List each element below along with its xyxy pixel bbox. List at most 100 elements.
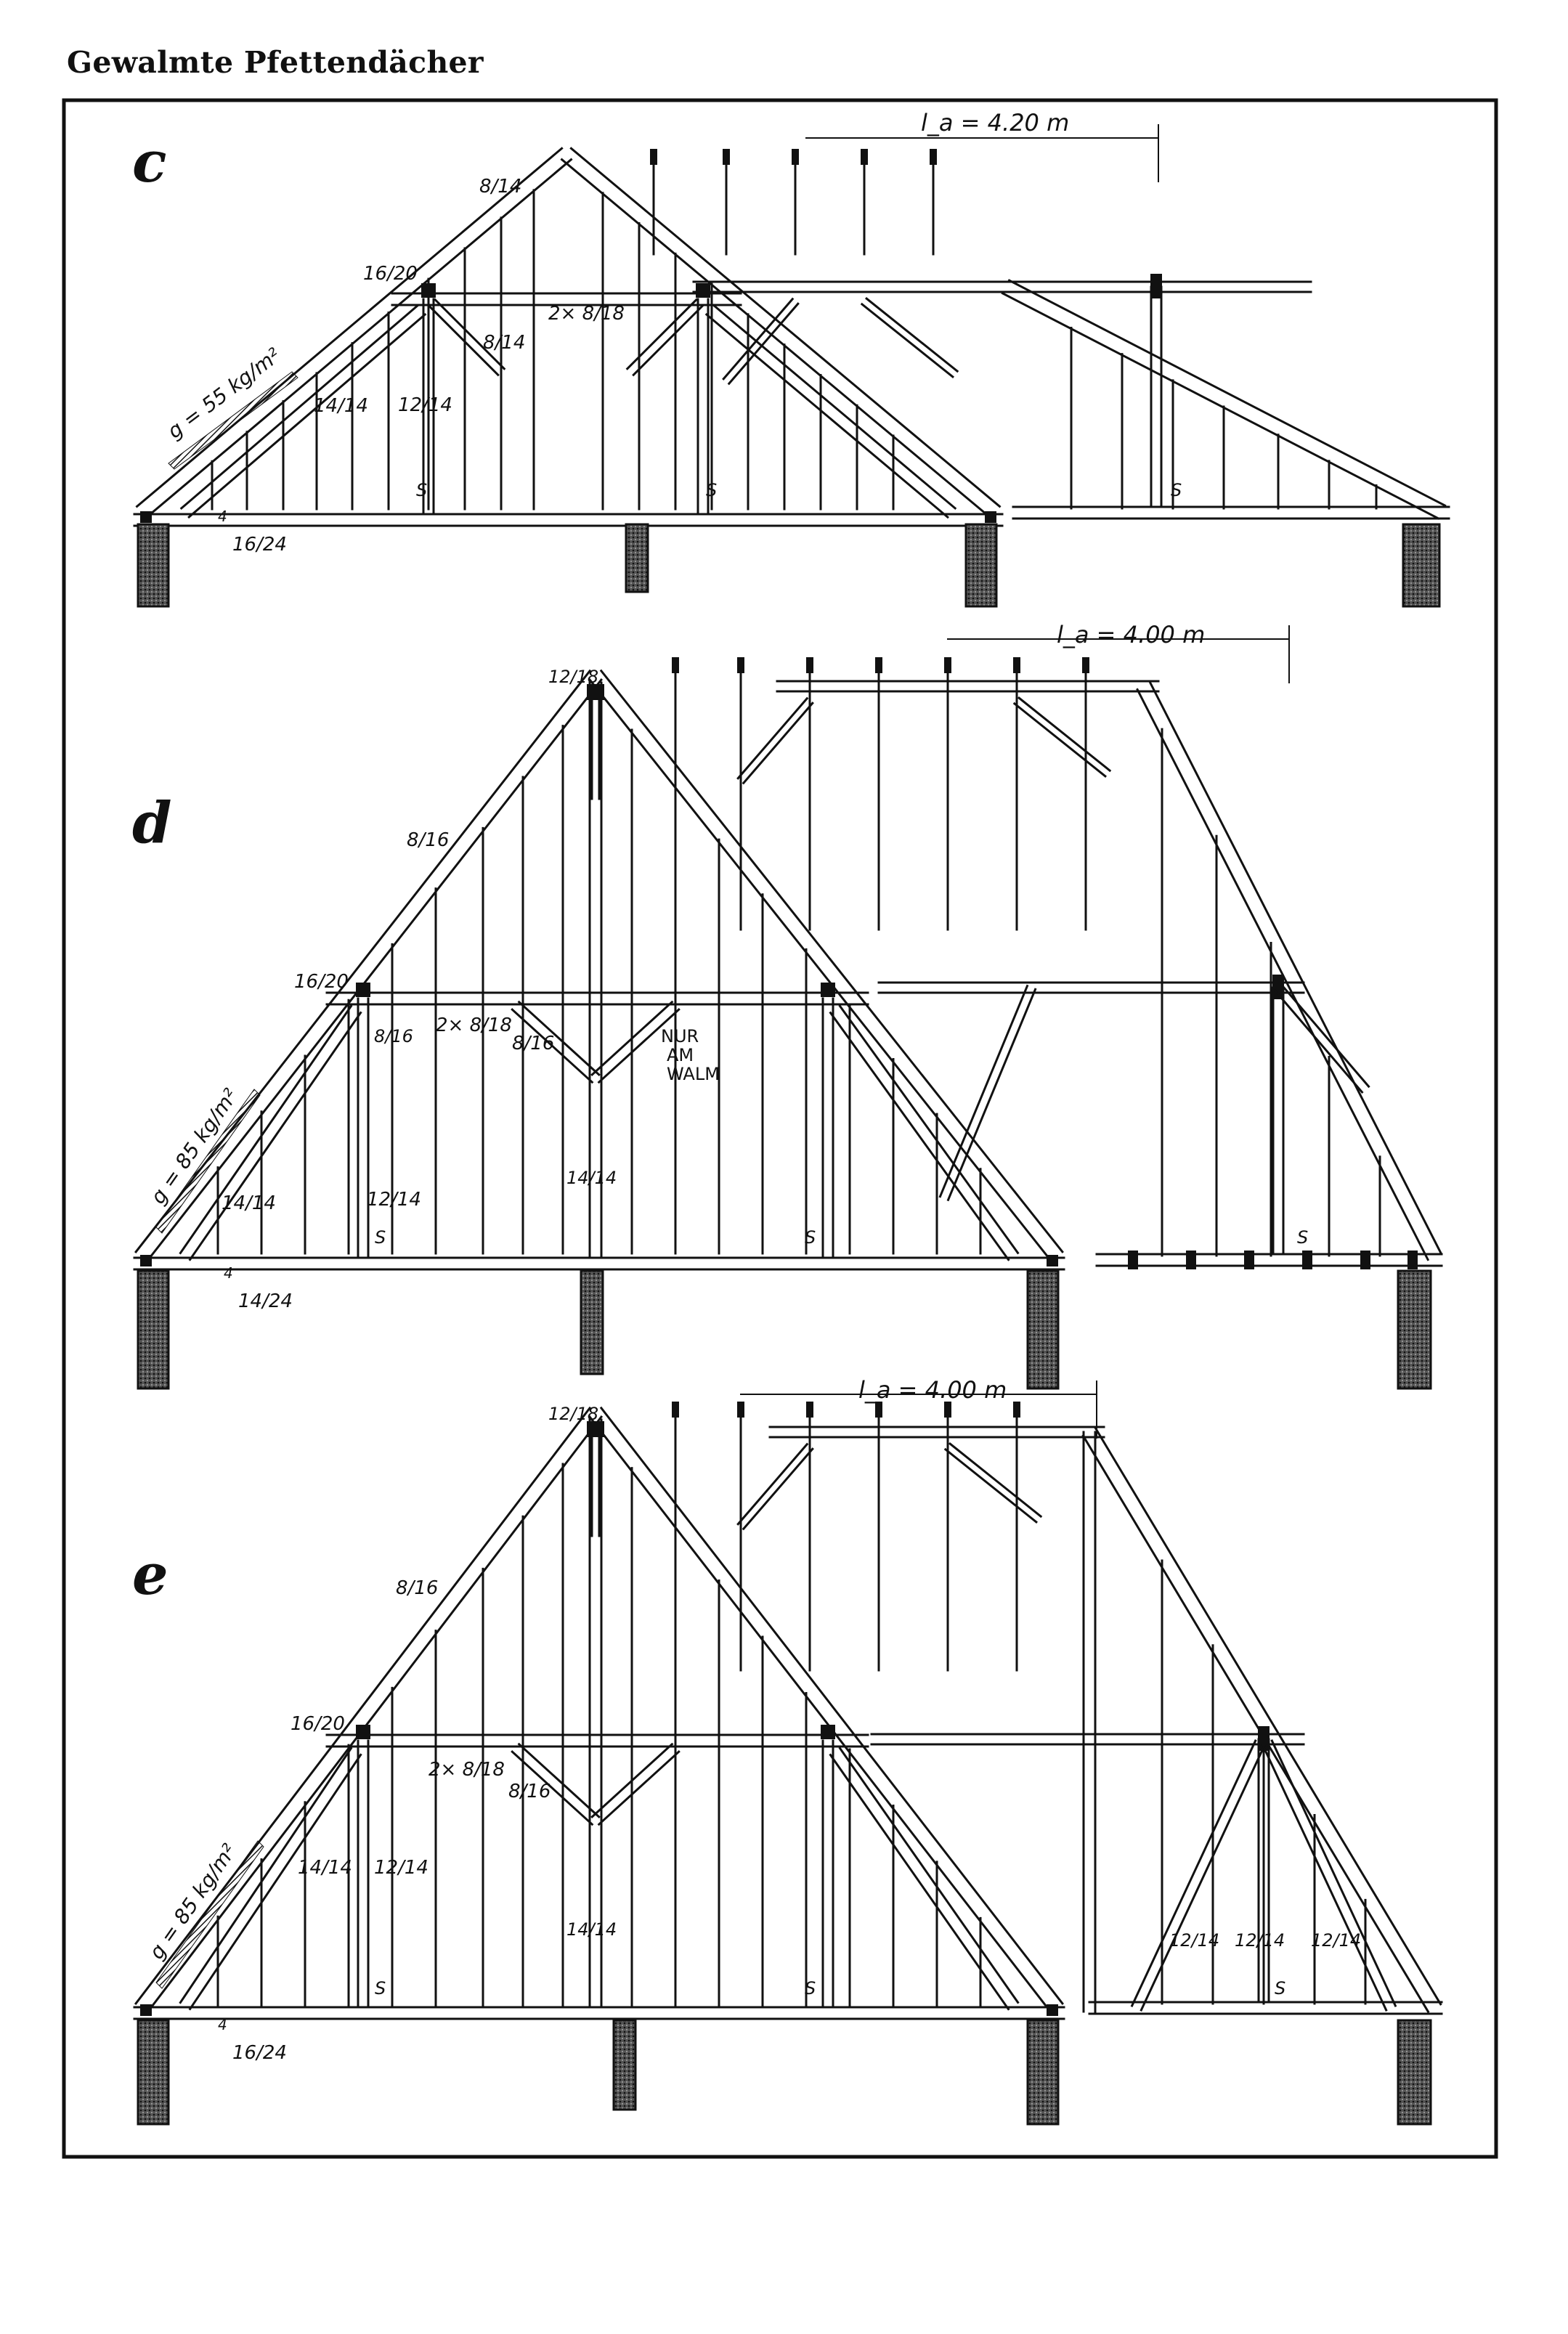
purlin-label: 16/20	[363, 263, 418, 285]
brace-left	[427, 298, 506, 377]
foot-block-left	[140, 2004, 152, 2016]
plan-rafter-head	[861, 149, 868, 165]
purlin-right	[821, 1725, 835, 1739]
post-right	[696, 298, 710, 514]
ridge-post-top	[590, 696, 601, 800]
wall-left	[137, 1269, 170, 1390]
brace-label: 8/14	[483, 332, 525, 354]
post-label: 12/14	[374, 1857, 428, 1879]
collar-beam	[391, 292, 742, 306]
hip-strut-left	[1130, 1739, 1267, 2012]
hip-post	[1272, 986, 1285, 1256]
plan-rafter-head	[1013, 1402, 1020, 1418]
rafter-left	[134, 1406, 604, 2014]
brace-left	[511, 1742, 601, 1826]
post-mark: S	[805, 1978, 816, 1998]
hip-joist-end	[1302, 1251, 1312, 1269]
wall-far-right	[1397, 1269, 1432, 1390]
post-label: 12/14	[398, 394, 452, 416]
strut-left	[179, 1747, 362, 2011]
panel-label-e: e	[132, 1542, 168, 1608]
tie-mark: 4	[218, 508, 227, 525]
hip-brace	[1012, 696, 1112, 778]
plan-rafter-head	[1082, 657, 1089, 673]
purlin-right	[696, 283, 710, 298]
hip-post-cap	[1150, 274, 1162, 298]
plan-rafter-head	[806, 657, 813, 673]
purlin-label: 16/20	[294, 971, 349, 993]
wall-far-right	[1402, 523, 1441, 608]
center-post	[588, 1418, 603, 2007]
hip-joist-end	[1407, 1251, 1418, 1269]
wall-far-right	[1397, 2019, 1432, 2126]
hip-end-post	[1082, 1431, 1097, 2013]
post-upper-label: 8/16	[374, 1026, 413, 1046]
hip-joist-end	[1128, 1251, 1138, 1269]
wall-center	[625, 523, 649, 593]
plan-rafter-head	[723, 149, 730, 165]
hip-brace	[943, 1442, 1043, 1524]
post-mark: S	[375, 1978, 386, 1998]
brace-right	[590, 1000, 681, 1084]
hip-strut-right	[1261, 1739, 1397, 2012]
tie-mark: 4	[218, 2016, 227, 2033]
tie-beam	[133, 513, 1004, 527]
hip-purlin	[794, 280, 1312, 293]
tie-label: 16/24	[232, 534, 287, 556]
purlin-label: 16/20	[291, 1713, 345, 1735]
strut-left	[179, 304, 427, 519]
collar-beam	[325, 1733, 869, 1748]
plan-rafter-head	[672, 1402, 679, 1418]
post-right	[821, 1739, 834, 2007]
span-label: l_a = 4.00 m	[1057, 621, 1205, 648]
center-post-label: 14/14	[566, 1168, 617, 1188]
post-label: 12/14	[367, 1189, 421, 1211]
wall-center	[612, 2019, 637, 2111]
post-mark: S	[375, 1227, 386, 1248]
rafter-label: 8/16	[396, 1577, 438, 1599]
post-left	[357, 997, 370, 1258]
wall-left	[137, 2019, 170, 2126]
brace-right	[625, 298, 704, 377]
hip-purlin	[877, 981, 1305, 994]
ridge-label: 12/18	[548, 1404, 598, 1424]
post-mark: S	[706, 480, 717, 500]
strut-label: 14/14	[298, 1857, 352, 1879]
post-left	[357, 1739, 370, 2007]
brace-left	[511, 1000, 601, 1084]
strut-left	[179, 1004, 362, 1261]
load-hatch	[155, 1840, 264, 1989]
wall-right	[1026, 1269, 1060, 1390]
foot-block-right	[1047, 1255, 1058, 1266]
tie-beam	[133, 1256, 1065, 1271]
hip-tie-beam	[1095, 1253, 1443, 1267]
hip-strut-right-label: 12/14	[1311, 1930, 1361, 1951]
hip-post-label: 12/14	[1235, 1930, 1285, 1951]
foot-block-right	[985, 511, 996, 523]
strut-right	[704, 304, 957, 519]
plan-rafter-head	[1013, 657, 1020, 673]
hip-top-plate	[768, 1426, 1105, 1439]
strut-label: 14/14	[222, 1192, 276, 1214]
hip-strut-left-label: 12/14	[1169, 1930, 1219, 1951]
brace-label: 8/16	[512, 1033, 554, 1054]
purlin-left	[421, 283, 436, 298]
hip-rafter	[1136, 681, 1442, 1261]
rafter-label: 8/14	[479, 176, 521, 198]
plan-rafter-head	[944, 657, 951, 673]
span-label: l_a = 4.00 m	[858, 1376, 1007, 1404]
hip-post-cap	[1258, 1726, 1270, 1751]
hip-brace-lower	[938, 984, 1037, 1202]
center-post	[588, 681, 603, 1258]
tie-mark: 4	[224, 1264, 233, 1282]
post-mark: S	[1297, 1227, 1308, 1248]
foot-block-left	[140, 511, 152, 523]
hip-post	[1150, 285, 1163, 508]
wall-right	[964, 523, 998, 608]
collar-label: 2× 8/18	[548, 303, 625, 325]
plan-rafter-head	[792, 149, 799, 165]
strut-right	[829, 1004, 1020, 1261]
hip-rafter	[1001, 279, 1447, 520]
